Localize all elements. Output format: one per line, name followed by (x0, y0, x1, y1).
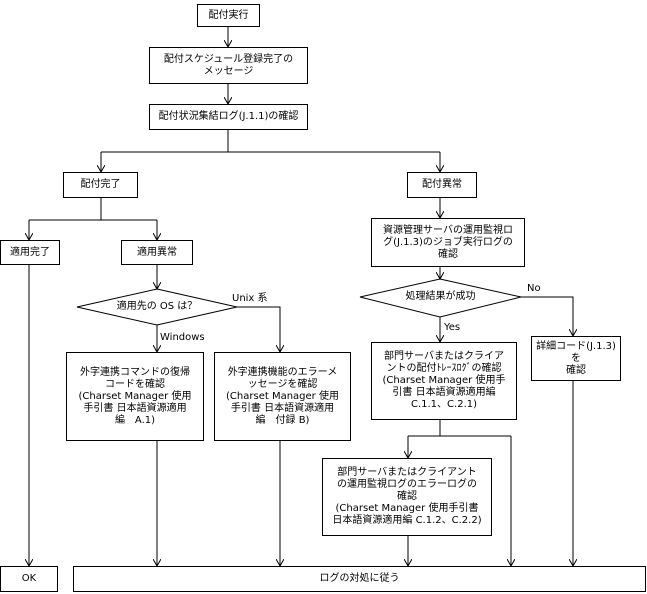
node-dept-dist-log: 部門サーバまたはクライア ントの配付ﾄﾚｰｽﾛｸﾞの確認 (Charset Ma… (371, 342, 517, 420)
node-dist-error: 配付異常 (407, 172, 477, 198)
arrow-result-no (521, 296, 573, 336)
node-start: 配付実行 (197, 4, 260, 27)
label-yes: Yes (444, 322, 461, 333)
arrow-os-unix (237, 306, 280, 352)
node-apply-done-text: 適用完了 (10, 246, 50, 258)
node-dist-done-text: 配付完了 (80, 179, 121, 190)
node-resource-log: 資源管理サーバの運用監視ロ グ(J.1.3)のジョブ実行ログの 確認 (371, 218, 525, 267)
result-decision-text: 処理結果が成功 (405, 291, 476, 302)
label-no: No (527, 283, 541, 294)
label-windows: Windows (160, 332, 205, 343)
node-apply-error-text: 適用異常 (137, 246, 177, 258)
node-resource-log-text: 資源管理サーバの運用監視ロ グ(J.1.3)のジョブ実行ログの 確認 (383, 224, 513, 260)
node-handle-log: ログの対処に従う (73, 566, 646, 592)
node-error-msg: 外字連携機能のエラーメ ッセージを確認 (Charset Manager 使用 … (214, 352, 351, 441)
node-apply-done: 適用完了 (0, 240, 60, 265)
result-decision-diamond (359, 278, 522, 318)
node-error-msg-text: 外字連携機能のエラーメ ッセージを確認 (Charset Manager 使用 … (226, 366, 339, 426)
node-check-log-text: 配付状況集結ログ(J.1.1)の確認 (158, 111, 299, 122)
node-dist-error-text: 配付異常 (422, 179, 462, 190)
node-detail-code-text: 詳細コード(J.1.3)を 確認 (536, 340, 616, 376)
node-ok-text: OK (21, 573, 37, 584)
os-decision-diamond (76, 288, 238, 326)
node-start-text: 配付実行 (208, 9, 249, 21)
node-dist-done: 配付完了 (63, 172, 138, 198)
node-schedule-done: 配付スケジュール登録完了の メッセージ (149, 47, 308, 84)
node-detail-code: 詳細コード(J.1.3)を 確認 (531, 336, 621, 381)
node-check-log: 配付状況集結ログ(J.1.1)の確認 (149, 104, 308, 130)
node-handle-log-text: ログの対処に従う (319, 573, 400, 584)
node-dept-dist-log-text: 部門サーバまたはクライア ントの配付ﾄﾚｰｽﾛｸﾞの確認 (Charset Ma… (382, 351, 506, 410)
os-decision-text: 適用先の OS は？ (116, 301, 198, 312)
node-restore-cmd: 外字連携コマンドの復帰 コードを確認 (Charset Manager 使用 手… (66, 352, 204, 441)
node-dept-error-log-text: 部門サーバまたはクライアント の運用監視ログのエラーログの 確認 (Charse… (332, 467, 482, 526)
node-apply-error: 適用異常 (121, 240, 193, 265)
node-schedule-done-text: 配付スケジュール登録完了の メッセージ (163, 53, 294, 77)
node-restore-cmd-text: 外字連携コマンドの復帰 コードを確認 (Charset Manager 使用 手… (78, 366, 192, 426)
label-unix: Unix 系 (232, 293, 268, 304)
node-ok: OK (0, 566, 58, 592)
node-dept-error-log: 部門サーバまたはクライアント の運用監視ログのエラーログの 確認 (Charse… (322, 458, 492, 536)
